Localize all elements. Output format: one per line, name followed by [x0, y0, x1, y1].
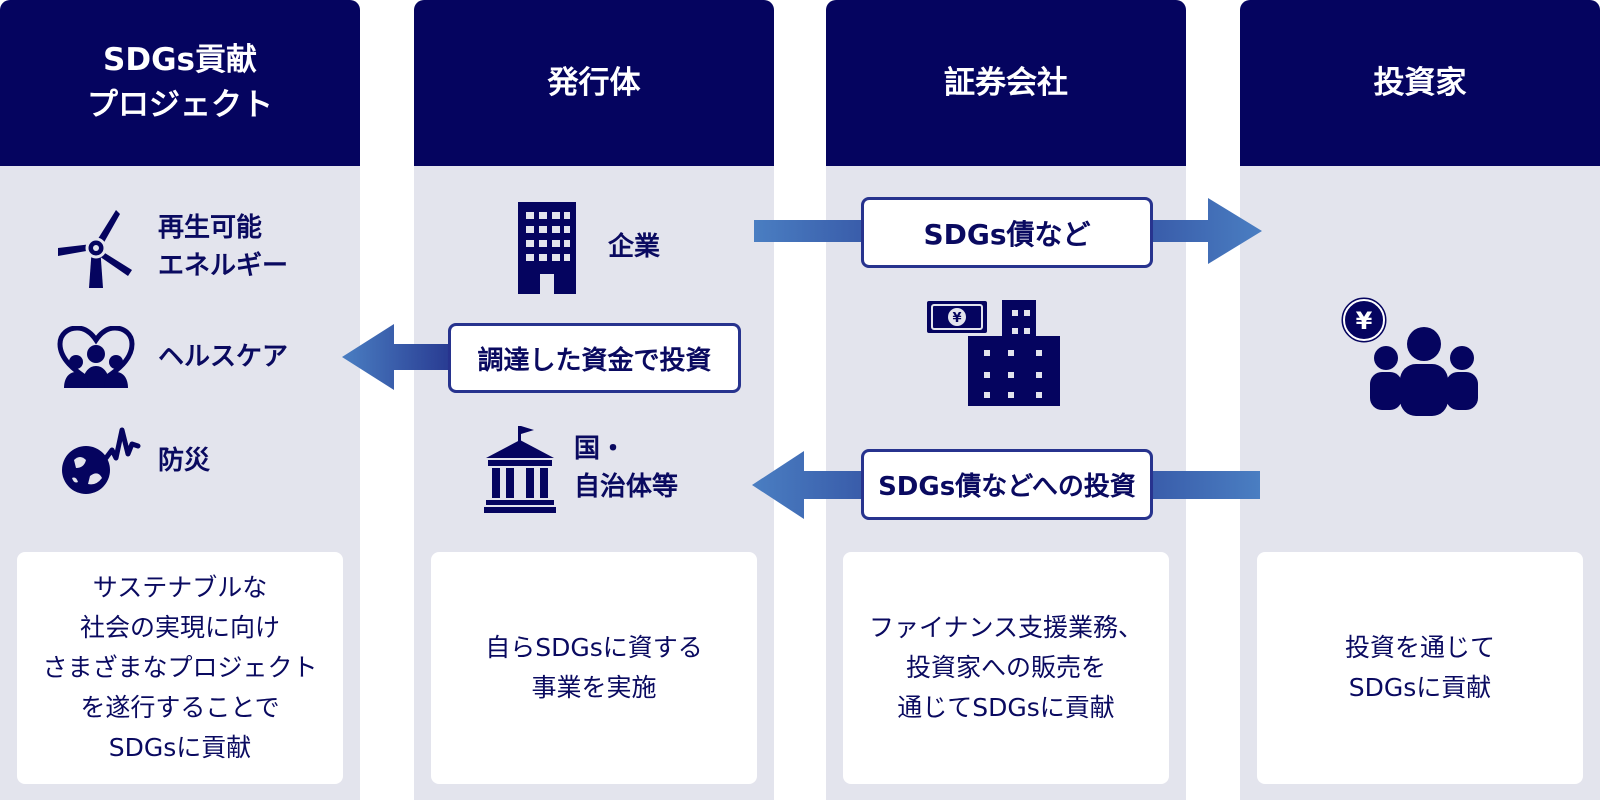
- column-description: 自らSDGsに資する 事業を実施: [431, 552, 757, 784]
- column-description: サステナブルな 社会の実現に向け さまざまなプロジェクト を遂行することで SD…: [17, 552, 343, 784]
- column-description: ファイナンス支援業務、 投資家への販売を 通じてSDGsに貢献: [843, 552, 1169, 784]
- money-building-icon: ¥: [926, 300, 1060, 406]
- issuer-item-government: 国・ 自治体等: [484, 424, 678, 514]
- column-title: 発行体: [414, 0, 774, 166]
- wind-turbine-icon: [56, 206, 136, 290]
- funding-flow-arrow: [342, 324, 468, 390]
- column-issuer: 発行体 自らSDGsに資する 事業を実施: [414, 0, 774, 800]
- issuer-label: 国・ 自治体等: [574, 434, 679, 502]
- project-label: ヘルスケア: [158, 342, 289, 373]
- column-investor: 投資家 投資を通じて SDGsに貢献: [1240, 0, 1600, 800]
- investors-yen-icon: ¥: [1334, 290, 1484, 416]
- issuer-item-company: 企業: [518, 202, 660, 294]
- column-title: 投資家: [1240, 0, 1600, 166]
- project-label: 再生可能 エネルギー: [158, 213, 289, 281]
- government-building-icon: [484, 424, 556, 514]
- disaster-prevention-icon: [58, 424, 142, 500]
- funding-flow-label: 調達した資金で投資: [448, 323, 741, 393]
- bond-flow-label: SDGs債など: [861, 197, 1153, 268]
- healthcare-icon: [56, 326, 136, 390]
- project-item-renewable-energy: 再生可能 エネルギー: [56, 206, 288, 290]
- office-building-icon: [518, 202, 576, 294]
- issuer-label: 企業: [608, 232, 661, 263]
- project-item-disaster-prevention: 防災: [58, 424, 210, 500]
- column-securities-company: 証券会社 ファイナンス支援業務、 投資家への販売を 通じてSDGsに貢献: [826, 0, 1186, 800]
- column-sdgs-projects: SDGs貢献 プロジェクト サステナブルな 社会の実現に向け さまざまなプロジェ…: [0, 0, 360, 800]
- project-label: 防災: [158, 446, 211, 477]
- investment-flow-label: SDGs債などへの投資: [861, 449, 1153, 520]
- svg-text:¥: ¥: [952, 311, 961, 326]
- svg-text:¥: ¥: [1356, 307, 1373, 335]
- project-item-healthcare: ヘルスケア: [56, 326, 288, 390]
- column-title: 証券会社: [826, 0, 1186, 166]
- column-description: 投資を通じて SDGsに貢献: [1257, 552, 1583, 784]
- column-title: SDGs貢献 プロジェクト: [0, 0, 360, 166]
